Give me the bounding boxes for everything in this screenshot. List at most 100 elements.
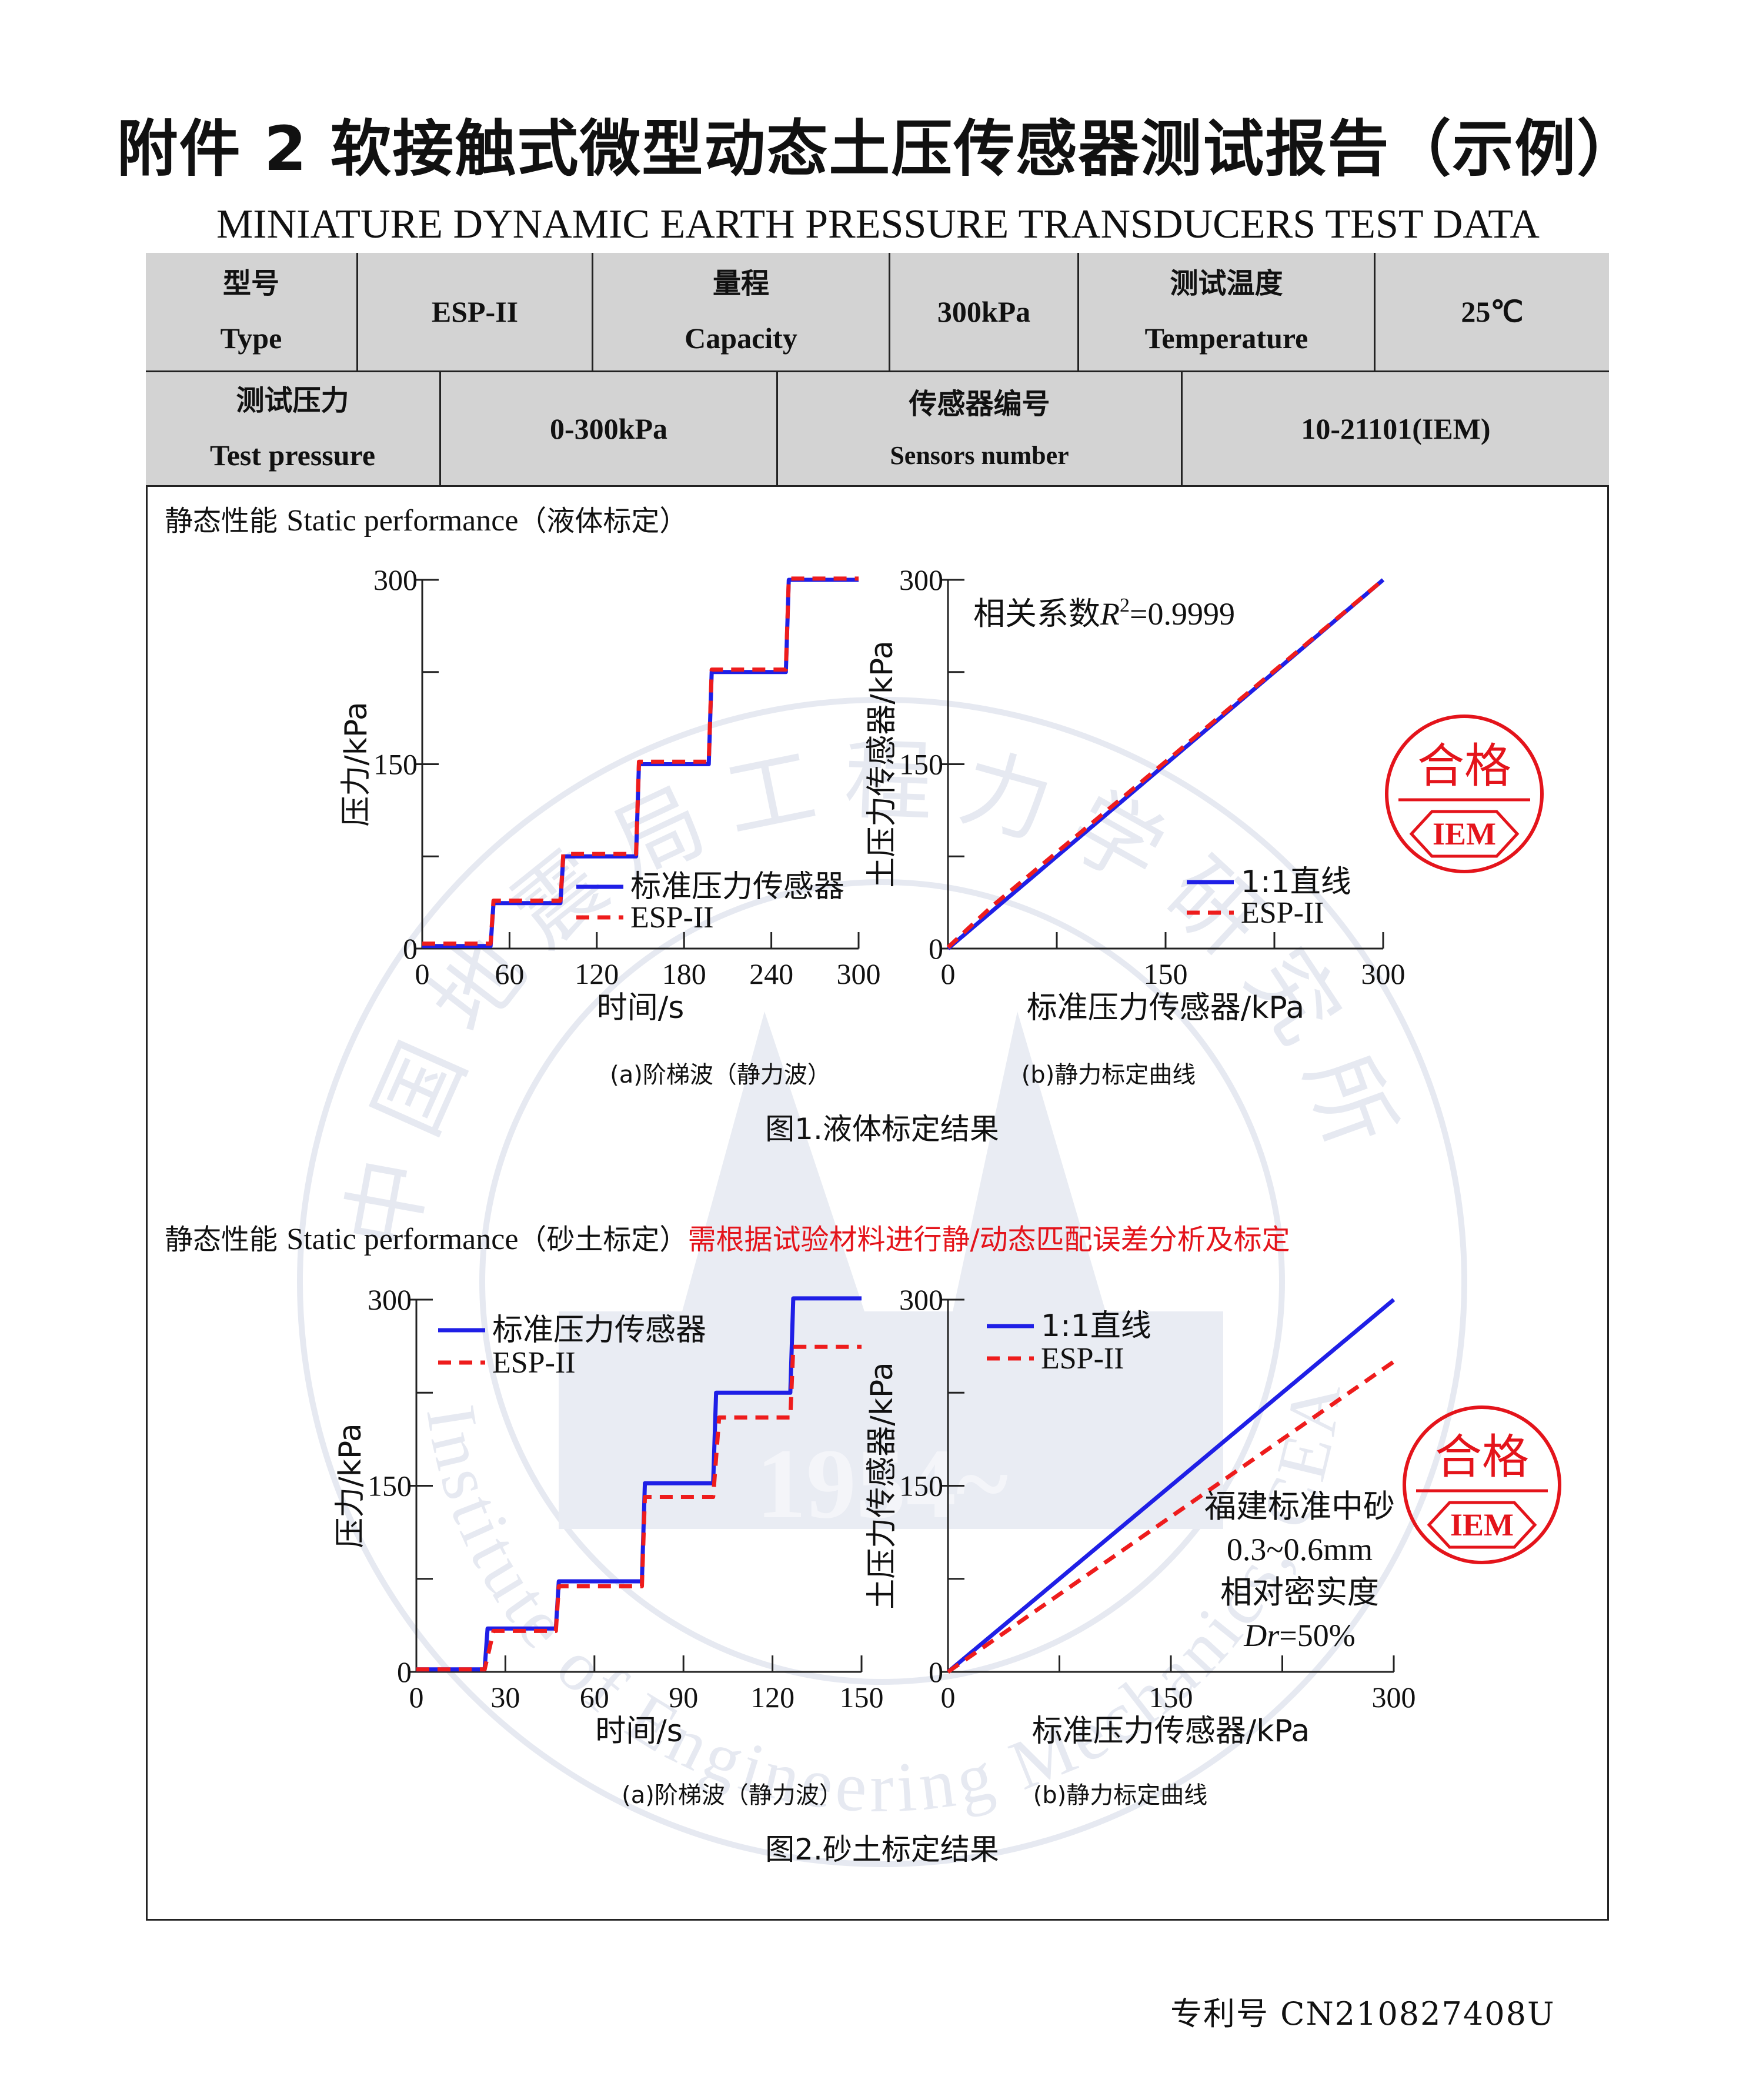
fig2b-legend-label: ESP-II [1041,1342,1124,1375]
fig2a-caption: (a)阶梯波（静力波） [622,1782,843,1809]
fig2a-xtick-label: 90 [669,1681,698,1714]
fig2b-ytick-label: 300 [899,1283,943,1316]
watermark-year: 1954~ [756,1428,1008,1539]
sensor-number-label-cn: 传感器编号 [909,387,1050,420]
fig1b-ytick-label: 300 [899,563,943,596]
sensor-number-value: 10-21101(IEM) [1183,372,1609,485]
fig1a-ytick-label: 0 [403,932,418,965]
fig1a-xtick-label: 300 [837,957,881,990]
test-pressure-label-en: Test pressure [209,439,376,472]
fig1a-legend-label: ESP-II [630,901,714,934]
fig2b-xlabel: 标准压力传感器/kPa [1032,1714,1310,1749]
temperature-value: 25℃ [1376,253,1609,370]
type-value: ESP-II [358,253,593,370]
section-static-sand: 静态性能 Static performance（砂土标定）需根据试验材料进行静/… [165,1216,1290,1257]
section1-note: （液体标定） [518,505,688,537]
fig1a-legend-label: 标准压力传感器 [630,869,844,904]
temperature-header: 测试温度 Temperature [1079,253,1376,370]
fig1b-legend-label: 1:1直线 [1241,864,1351,900]
test-pressure-value: 0-300kPa [441,372,778,485]
stamp1-text: 合格 [1417,739,1511,793]
stamp2-logo: IEM [1450,1507,1514,1543]
fig1a-xtick-label: 0 [415,957,430,990]
page-subtitle: MINIATURE DYNAMIC EARTH PRESSURE TRANSDU… [216,202,1540,247]
fig1a-ytick-label: 150 [373,748,418,781]
fig2a-series-standard [416,1296,862,1672]
fig1b-ytick-label: 0 [929,932,943,965]
temperature-label-en: Temperature [1144,322,1308,355]
fig2a-legend-label: ESP-II [492,1346,576,1380]
fig1b-caption: (b)静力标定曲线 [1021,1061,1196,1089]
fig2b-annotation-line: 福建标准中砂 [1204,1488,1395,1525]
fig2b-legend-label: 1:1直线 [1041,1308,1151,1344]
qualified-stamp-2: 合格 IEM [1403,1405,1561,1564]
page-title: 附件 2 软接触式微型动态土压传感器测试报告（示例） [116,113,1640,185]
fig2a-xtick-label: 60 [580,1681,609,1714]
capacity-value: 300kPa [890,253,1079,370]
fig2b-ylabel: 土压力传感器/kPa [864,1362,900,1610]
watermark-logo-mark [559,1011,1223,1529]
fig2b-annotation-line: 0.3~0.6mm [1227,1532,1373,1567]
fig1a-caption: (a)阶梯波（静力波） [610,1061,831,1089]
qualified-stamp-1: 合格 IEM [1385,715,1544,873]
fig2b-annotation-dr: Dr=50% [1243,1618,1355,1653]
capacity-label-en: Capacity [685,322,797,355]
fig2a-legend-label: 标准压力传感器 [492,1313,706,1348]
fig1b-series-esp [946,578,1385,949]
fig2b-series-standard [946,1298,1396,1674]
spec-row-2: 测试压力 Test pressure 0-300kPa 传感器编号 Sensor… [146,370,1609,487]
fig2b-xtick-label: 300 [1372,1681,1416,1714]
fig2a-xtick-label: 120 [750,1681,794,1714]
section1-cn: 静态性能 [165,505,278,537]
fig1b-xtick-label: 300 [1361,957,1406,990]
fig2a-xtick-label: 150 [840,1681,884,1714]
fig1b-annotation: 相关系数R2=0.9999 [973,595,1235,632]
type-header: 型号 Type [146,253,358,370]
section1-en: Static performance [286,504,519,537]
section2-red-note: 需根据试验材料进行静/动态匹配误差分析及标定 [687,1223,1290,1256]
spec-row-1: 型号 Type ESP-II 量程 Capacity 300kPa 测试温度 T… [146,253,1609,370]
fig1a-series-esp [422,576,859,946]
fig1a-xtick-label: 180 [662,957,706,990]
fig2a-xtick-label: 0 [409,1681,424,1714]
fig2a-ytick-label: 300 [368,1283,412,1316]
patent-number: 专利号 CN210827408U [1170,1995,1555,2032]
section2-note: （砂土标定） [518,1223,688,1256]
fig2a-xlabel: 时间/s [595,1714,683,1749]
fig2b-annotation-line: 相对密实度 [1220,1574,1379,1611]
capacity-header: 量程 Capacity [593,253,890,370]
sensor-number-label-en: Sensors number [890,440,1069,470]
watermark-ring [297,697,1467,1867]
section2-en: Static performance [286,1223,519,1256]
fig1a-xlabel: 时间/s [597,990,685,1026]
test-pressure-value-text: 0-300kPa [550,412,667,445]
watermark-inner-ring [479,879,1285,1685]
test-pressure-label-cn: 测试压力 [236,383,349,417]
fig1b-legend-label: ESP-II [1241,896,1324,930]
fig2a-ytick-label: 150 [368,1470,412,1503]
fig1a-xtick-label: 240 [749,957,793,990]
fig2b-xtick-label: 150 [1149,1681,1193,1714]
sensor-number-value-text: 10-21101(IEM) [1301,412,1491,445]
figure2-caption: 图2.砂土标定结果 [765,1832,999,1867]
section2-cn: 静态性能 [165,1223,278,1256]
capacity-value-text: 300kPa [937,295,1031,328]
stamp2-text: 合格 [1435,1430,1529,1484]
fig1b-xlabel: 标准压力传感器/kPa [1027,990,1305,1026]
fig1a-ylabel: 压力/kPa [339,702,374,827]
temperature-label-cn: 测试温度 [1170,266,1283,300]
fig2b-caption: (b)静力标定曲线 [1033,1782,1208,1809]
fig2a-xtick-label: 30 [490,1681,520,1714]
figure1-caption: 图1.液体标定结果 [765,1112,999,1146]
type-value-text: ESP-II [431,295,519,328]
fig1b-xtick-label: 150 [1144,957,1188,990]
fig2b-series-esp [947,1360,1395,1674]
fig1b-ytick-label: 150 [899,748,943,781]
capacity-label-cn: 量程 [712,266,769,300]
type-label-cn: 型号 [222,266,279,300]
